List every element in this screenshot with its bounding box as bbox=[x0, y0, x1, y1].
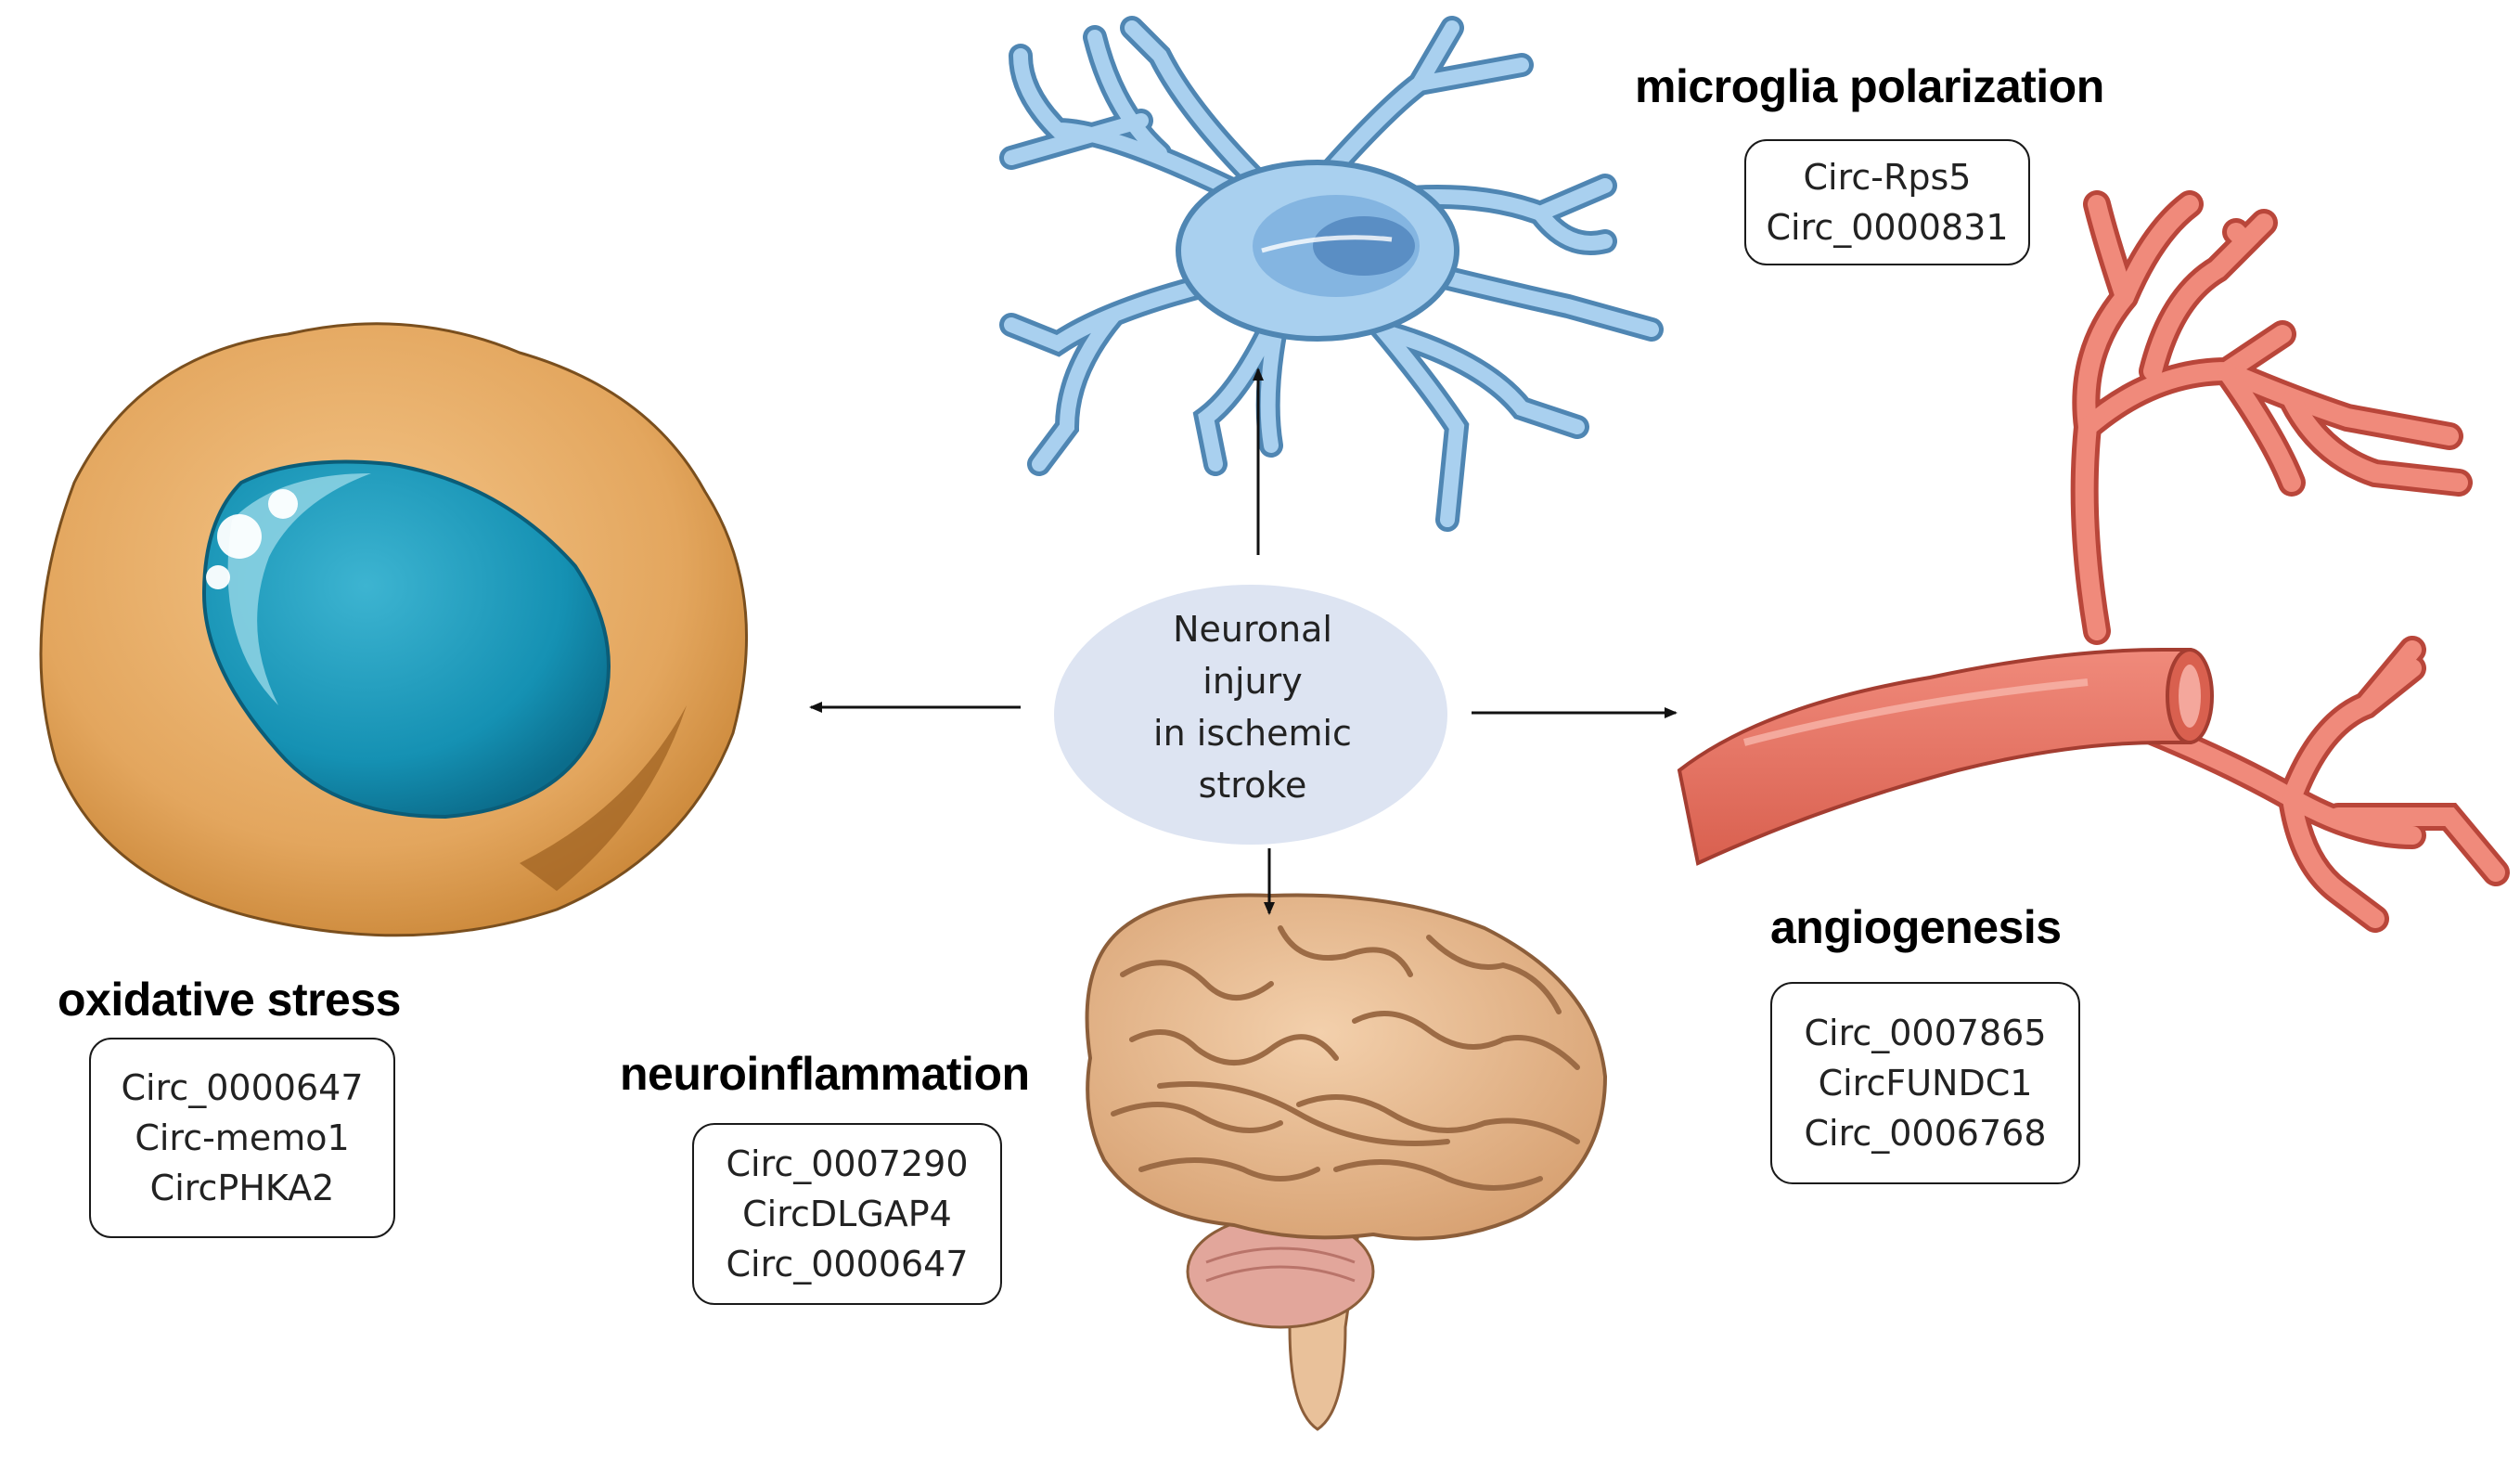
blood-vessel-icon bbox=[1677, 190, 2510, 933]
angiogenesis-title: angiogenesis bbox=[1770, 901, 2062, 953]
circrna-item: Circ-Rps5 bbox=[1803, 157, 1972, 198]
microglia-circrna-box: Circ-Rps5 Circ_0000831 bbox=[1744, 139, 2030, 265]
center-line: Neuronal bbox=[1173, 609, 1332, 650]
oxidative-circrna-box: Circ_0000647 Circ-memo1 CircPHKA2 bbox=[89, 1038, 395, 1238]
circrna-item: Circ_0007290 bbox=[726, 1143, 969, 1184]
circrna-item: CircPHKA2 bbox=[149, 1168, 335, 1208]
center-label: Neuronal injury in ischemic stroke bbox=[1058, 603, 1447, 811]
microglia-cell-icon bbox=[999, 16, 1664, 532]
circrna-item: Circ_0006768 bbox=[1804, 1113, 2047, 1154]
center-line: injury bbox=[1202, 661, 1303, 702]
brain-icon bbox=[1085, 893, 1608, 1431]
circrna-item: Circ-memo1 bbox=[135, 1117, 350, 1158]
circrna-item: Circ_0000647 bbox=[121, 1067, 364, 1108]
circrna-item: Circ_0000831 bbox=[1766, 207, 2009, 248]
circrna-item: CircDLGAP4 bbox=[742, 1194, 952, 1234]
angiogenesis-circrna-box: Circ_0007865 CircFUNDC1 Circ_0006768 bbox=[1770, 982, 2080, 1184]
neuroinflammation-title: neuroinflammation bbox=[620, 1048, 1030, 1100]
neuroinflammation-circrna-box: Circ_0007290 CircDLGAP4 Circ_0000647 bbox=[692, 1123, 1002, 1305]
center-ellipse bbox=[1054, 585, 1447, 845]
microglia-polarization-title: microglia polarization bbox=[1635, 60, 2104, 112]
oxidative-stress-title: oxidative stress bbox=[58, 974, 401, 1026]
cell-nucleus-icon bbox=[39, 322, 749, 937]
center-line: stroke bbox=[1198, 765, 1307, 806]
circrna-item: Circ_0007865 bbox=[1804, 1013, 2047, 1053]
circrna-item: CircFUNDC1 bbox=[1818, 1063, 2033, 1104]
center-line: in ischemic bbox=[1153, 713, 1352, 754]
circrna-item: Circ_0000647 bbox=[726, 1244, 969, 1285]
